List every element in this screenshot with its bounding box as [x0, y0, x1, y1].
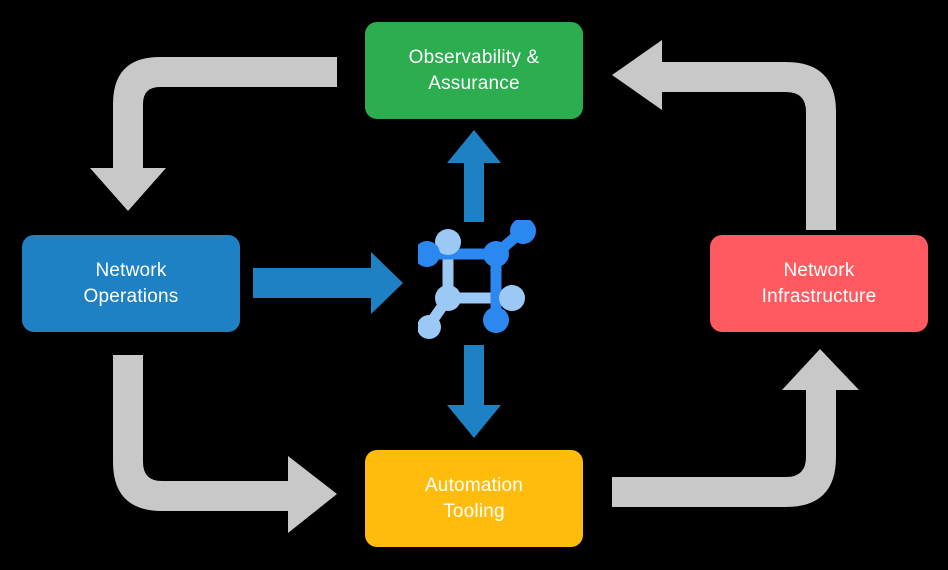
- connector-center-to-automation: [447, 345, 501, 438]
- node-observability-label: Observability & Assurance: [408, 47, 540, 94]
- network-topology-icon: [418, 220, 536, 339]
- connector-center-to-observability: [447, 130, 501, 222]
- node-network-operations[interactable]: Network Operations: [22, 235, 240, 332]
- topology-nodes-secondary: [418, 229, 525, 339]
- connector-operations-to-automation: [113, 355, 337, 533]
- node-observability-and-assurance[interactable]: Observability & Assurance: [365, 22, 583, 119]
- node-infrastructure-label: Network Infrastructure: [761, 260, 877, 307]
- connector-automation-to-infrastructure: [612, 349, 859, 507]
- node-operations-label: Network Operations: [83, 260, 179, 307]
- topology-nodes-primary: [418, 220, 536, 333]
- connector-infrastructure-to-observability: [612, 40, 836, 230]
- connector-observability-to-operations: [90, 57, 337, 211]
- node-network-infrastructure[interactable]: Network Infrastructure: [710, 235, 928, 332]
- node-automation-tooling[interactable]: Automation Tooling: [365, 450, 583, 547]
- node-automation-label: Automation Tooling: [424, 475, 524, 522]
- connector-operations-to-center: [253, 252, 403, 314]
